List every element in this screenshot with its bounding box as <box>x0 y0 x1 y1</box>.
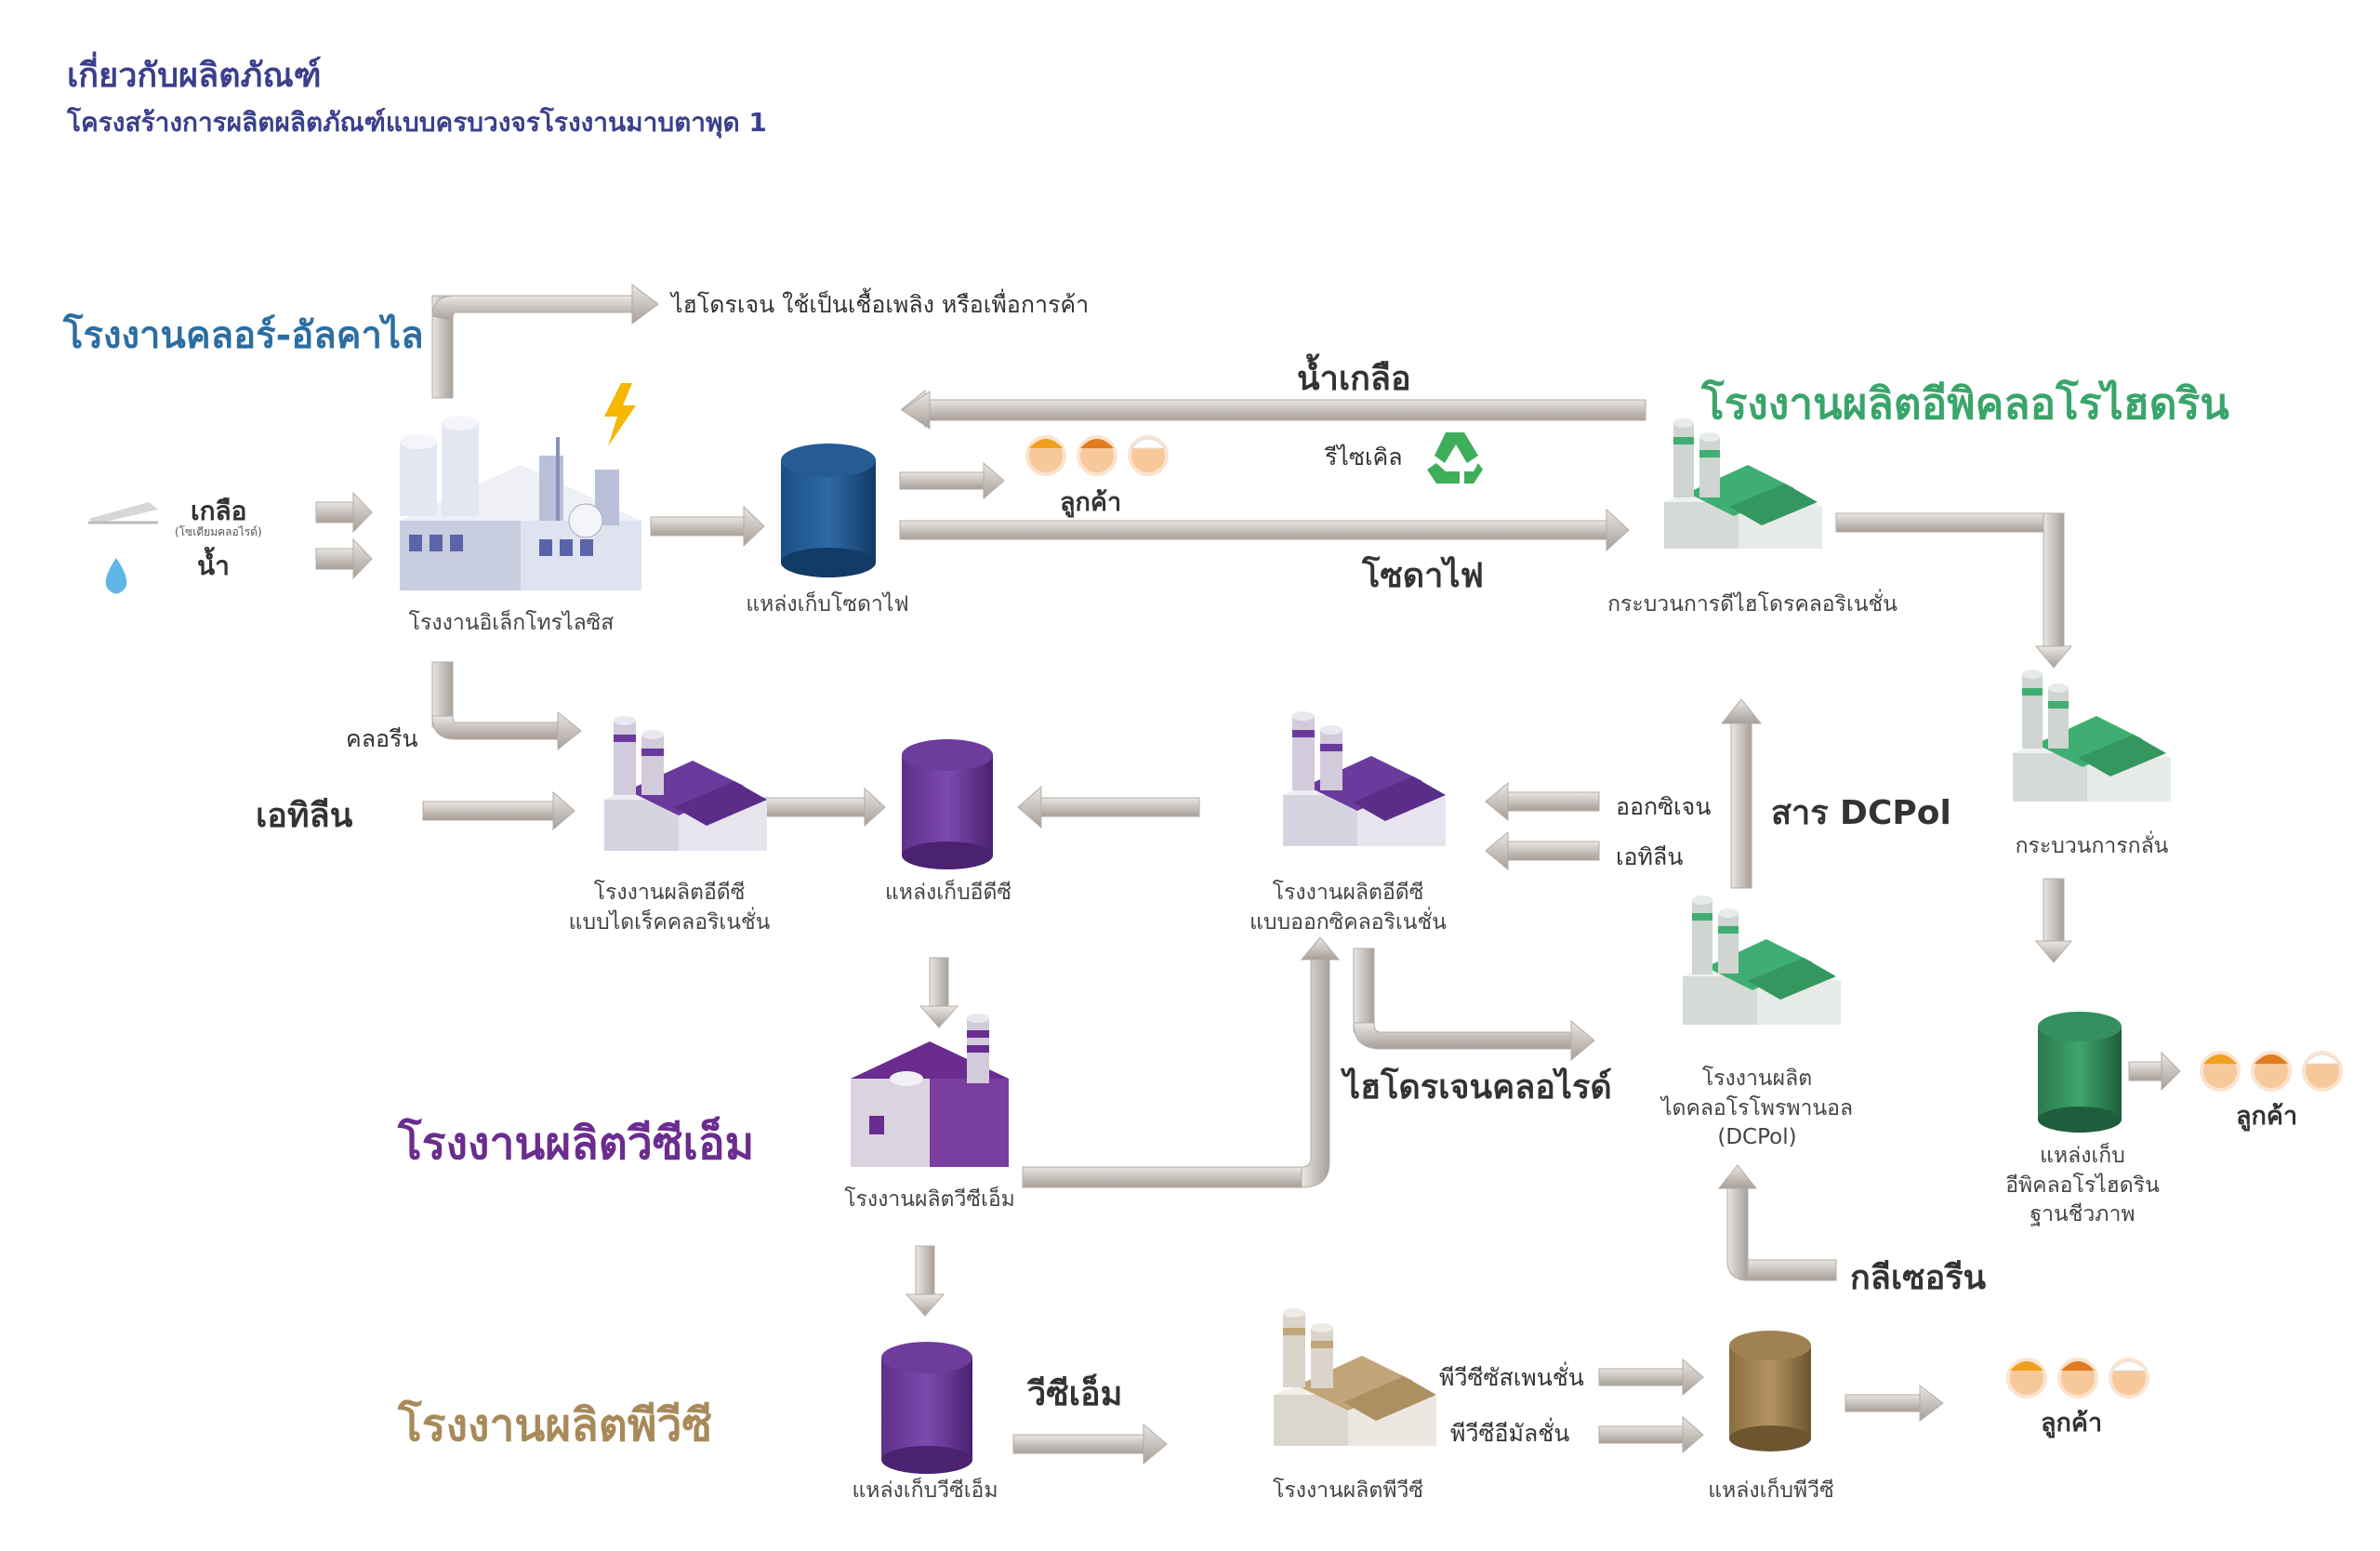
caption-pvc-tank: แหล่งเก็บพีวีซี <box>1708 1478 1834 1503</box>
edc-tank-icon <box>902 739 993 869</box>
ech-tank-icon <box>2038 1012 2122 1133</box>
flow-hcl: ไฮโดรเจนคลอไรด์ <box>1343 1068 1612 1107</box>
flow-pvc-emulsion: พีวีซีอีมัลชั่น <box>1450 1420 1570 1447</box>
salt-icon <box>88 502 158 524</box>
plant-title-pvc: โรงงานผลิตพีวีซี <box>398 1399 713 1452</box>
caption-dehydrochlorination: กระบวนการดีไฮโดรคลอริเนชั่น <box>1607 592 1897 616</box>
flow-vcm: วีซีเอ็ม <box>1027 1375 1123 1413</box>
caption-distillation: กระบวนการกลั่น <box>2015 834 2169 858</box>
flow-recycle: รีไซเคิล <box>1325 444 1403 471</box>
page-subtitle: โครงสร้างการผลิตผลิตภัณฑ์แบบครบวงจรโรงงา… <box>67 107 767 138</box>
plant-title-epichlorohydrin: โรงงานผลิตอีพิคลอโรไฮดริน <box>1701 378 2229 429</box>
flow-pvc-suspension: พีวีซีซัสเพนชั่น <box>1439 1364 1584 1391</box>
caption-caustic-tank: แหล่งเก็บโซดาไฟ <box>746 592 909 616</box>
plant-title-vcm: โรงงานผลิตวีซีเอ็ม <box>398 1118 755 1170</box>
customer-label-pvc: ลูกค้า <box>2041 1409 2103 1438</box>
input-ethylene: เอทิลีน <box>256 797 353 835</box>
flow-dcpol: สาร DCPol <box>1771 794 1951 832</box>
caption-electrolysis: โรงงานอิเล็กโทรไลซิส <box>408 611 615 635</box>
page-title: เกี่ยวกับผลิตภัณฑ์ <box>67 57 322 95</box>
input-salt: เกลือ <box>191 496 247 526</box>
pvc-plant-icon <box>1274 1308 1436 1446</box>
caption-ech-tank: แหล่งเก็บอีพิคลอโรไฮดรินฐานชีวภาพ <box>2005 1144 2160 1227</box>
input-water: น้ำ <box>197 550 230 581</box>
flow-ethylene: เอทิลีน <box>1616 843 1684 870</box>
flow-oxygen: ออกซิเจน <box>1616 793 1712 820</box>
customer-icons-ech <box>2200 1051 2343 1092</box>
input-salt-note: (โซเดียมคลอไรด์) <box>175 525 262 538</box>
plant-title-chlor-alkali: โรงงานคลอร์-อัลคาไล <box>63 314 424 357</box>
customer-label-ech: ลูกค้า <box>2236 1102 2298 1131</box>
caustic-tank-icon <box>781 444 876 577</box>
customer-icons-top <box>1025 435 1169 476</box>
caption-vcm-plant: โรงงานผลิตวีซีเอ็ม <box>844 1187 1015 1212</box>
caption-edc-oxy: โรงงานผลิตอีดีซีแบบออกซิคลอริเนชั่น <box>1250 881 1447 935</box>
flow-caustic: โซดาไฟ <box>1362 557 1484 595</box>
caption-dcpol: โรงงานผลิตไดคลอโรโพรพานอล(DCPol) <box>1660 1067 1854 1150</box>
pvc-tank-icon <box>1729 1331 1811 1452</box>
dcpol-plant-icon <box>1683 895 1841 1025</box>
edc-direct-plant-icon <box>604 716 767 851</box>
distillation-plant-icon <box>2013 669 2171 802</box>
vcm-plant-icon <box>851 1014 1009 1167</box>
customer-label-top: ลูกค้า <box>1060 488 1122 517</box>
recycle-icon <box>1427 432 1483 484</box>
caption-vcm-tank: แหล่งเก็บวีซีเอ็ม <box>852 1478 998 1503</box>
flow-hydrogen: ไฮโดรเจน ใช้เป็นเชื้อเพลิง หรือเพื่อการค… <box>671 291 1090 318</box>
flow-chlorine: คลอรีน <box>346 725 418 752</box>
flow-glycerin: กลีเซอรีน <box>1850 1259 1987 1297</box>
flow-brine: น้ำเกลือ <box>1297 360 1411 398</box>
caption-pvc-plant: โรงงานผลิตพีวีซี <box>1273 1478 1423 1503</box>
lightning-icon <box>604 383 636 446</box>
caption-edc-tank: แหล่งเก็บอีดีซี <box>884 881 1012 905</box>
dehydrochlorination-plant-icon <box>1664 418 1822 549</box>
pipes <box>315 284 2181 1465</box>
caption-edc-direct: โรงงานผลิตอีดีซีแบบไดเร็คคลอริเนชั่น <box>568 881 771 935</box>
vcm-tank-icon <box>881 1342 972 1474</box>
water-drop-icon <box>105 558 127 594</box>
edc-oxy-plant-icon <box>1283 711 1446 846</box>
customer-icons-pvc <box>2006 1358 2149 1399</box>
electrolysis-plant-icon <box>400 416 641 590</box>
